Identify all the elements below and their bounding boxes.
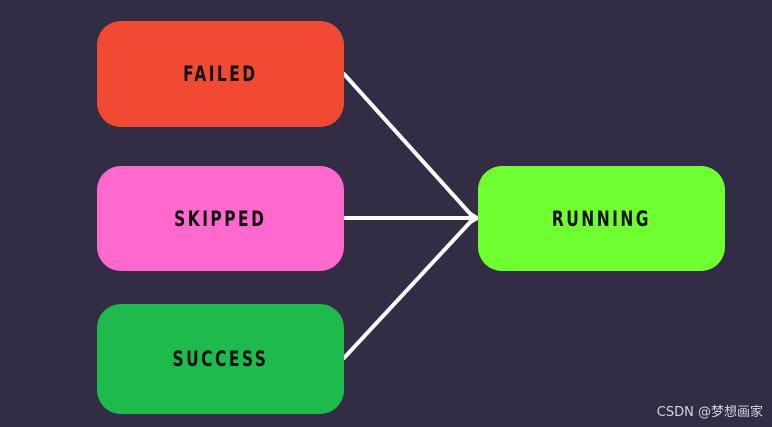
arrowhead-icon: [466, 209, 481, 227]
node-success: SUCCESS: [97, 304, 344, 414]
edge-group: [342, 72, 481, 360]
node-running: RUNNING: [478, 166, 725, 271]
edge-success-to-running: [342, 216, 476, 360]
node-skipped: SKIPPED: [97, 166, 344, 271]
node-failed-label: FAILED: [183, 62, 258, 86]
node-success-label: SUCCESS: [172, 347, 269, 371]
node-failed: FAILED: [97, 21, 344, 127]
node-skipped-label: SKIPPED: [174, 206, 267, 231]
watermark: CSDN @梦想画家: [656, 405, 763, 420]
edge-failed-to-running: [342, 72, 476, 220]
node-running-label: RUNNING: [551, 206, 652, 231]
